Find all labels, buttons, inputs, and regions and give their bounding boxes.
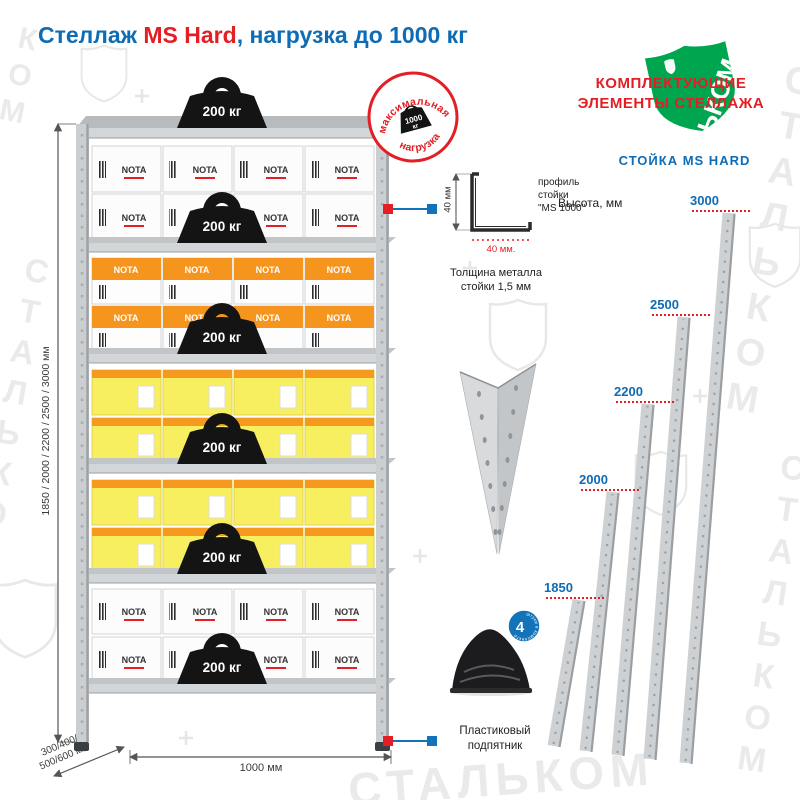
- components-subheading: СТОЙКА MS HARD: [618, 153, 751, 168]
- boxes-level-1: NOTA NOTA NOTA NOTA NOTA NOTA NOTA NOTA: [91, 145, 375, 241]
- rack-illustration: NOTA NOTA NOTA NOTA NOTA NOTA NOTA NOTA …: [53, 71, 459, 778]
- dimension-lines: [53, 122, 393, 778]
- max-load-badge: максимальная нагрузка 1000 кг: [367, 71, 459, 163]
- posts-fan: [547, 212, 736, 765]
- page-title: Стеллаж MS Hard, нагрузка до 1000 кг: [38, 22, 578, 49]
- rack-post-right: [376, 124, 389, 742]
- leader-2000: [581, 489, 639, 491]
- profile-caption: профиль стойки "MS 1000": [538, 176, 614, 215]
- profile-caption-line2: стойки: [538, 190, 569, 201]
- plastic-foot-caption: Пластиковый подпятник: [438, 724, 552, 754]
- box-label: NOTA: [114, 265, 139, 275]
- foot-caption-line2: подпятник: [467, 739, 523, 752]
- foot-caption-line1: Пластиковый: [459, 725, 531, 737]
- box-label: NOTA: [256, 313, 281, 323]
- thickness-line2: стойки 1,5 мм: [460, 281, 532, 294]
- load-badge-label: 200 кг: [202, 330, 242, 345]
- load-badge-label: 200 кг: [202, 550, 242, 565]
- profile-dim-vertical: 40 мм: [442, 186, 454, 213]
- boxes-level-2: NOTA NOTA NOTA NOTA NOTA NOTA NOTA NOTA: [91, 257, 375, 353]
- post-height-2200: 2200: [614, 384, 643, 399]
- post-3000: [679, 212, 736, 765]
- box-label: NOTA: [256, 265, 281, 275]
- leader-3000: [692, 210, 750, 212]
- profile-diagram: [452, 172, 532, 241]
- height-units-label: Высота, мм: [558, 196, 623, 210]
- post-2500: [643, 316, 691, 761]
- profile-caption-line1: профиль: [538, 177, 580, 188]
- load-badge-label: 200 кг: [202, 440, 242, 455]
- leader-2500: [652, 314, 710, 316]
- load-badge-label: 200 кг: [202, 104, 242, 119]
- box-label: NOTA: [335, 213, 360, 223]
- box-label: NOTA: [185, 265, 210, 275]
- box-label: NOTA: [122, 607, 147, 617]
- load-badge-label: 200 кг: [202, 660, 242, 675]
- max-load-unit: кг: [412, 122, 420, 130]
- brand-shield-logo: СТАЛЬКОМ: [644, 41, 742, 140]
- shelf-boards: [76, 128, 396, 694]
- title-part-1: Стеллаж: [38, 22, 144, 48]
- box-label: NOTA: [264, 607, 289, 617]
- thickness-line1: Толщина металла: [450, 267, 542, 279]
- box-label: NOTA: [335, 655, 360, 665]
- load-badge-label: 200 кг: [202, 219, 242, 234]
- post-height-3000: 3000: [690, 193, 719, 208]
- box-label: NOTA: [193, 165, 218, 175]
- box-label: NOTA: [193, 607, 218, 617]
- profile-caption-line3: "MS 1000": [538, 203, 586, 214]
- thickness-note: Толщина металла стойки 1,5 мм: [436, 266, 556, 295]
- box-label: NOTA: [114, 313, 139, 323]
- box-label: NOTA: [264, 165, 289, 175]
- post-2200: [611, 403, 655, 757]
- post-height-2000: 2000: [579, 472, 608, 487]
- dim-height-label: 1850 / 2000 / 2200 / 2500 / 3000 мм: [40, 346, 52, 516]
- components-heading-line2: ЭЛЕМЕНТЫ СТЕЛЛАЖА: [577, 94, 765, 112]
- box-label: NOTA: [335, 165, 360, 175]
- title-part-2: MS Hard: [143, 22, 237, 48]
- post-2000: [579, 491, 620, 753]
- foot-count-badge: 4 штуки в комплекте: [507, 609, 541, 643]
- boxes-level-5: NOTA NOTA NOTA NOTA NOTA NOTA NOTA NOTA: [91, 588, 375, 683]
- max-load-weight-icon: 1000 кг: [400, 105, 432, 134]
- profile-dim-horizontal: 40 мм.: [486, 244, 516, 255]
- box-label: NOTA: [185, 313, 210, 323]
- box-label: NOTA: [122, 213, 147, 223]
- dim-width-label: 1000 мм: [239, 762, 283, 774]
- post-1850: [547, 598, 586, 748]
- components-heading: КОМПЛЕКТУЮЩИЕ ЭЛЕМЕНТЫ СТЕЛЛАЖА: [552, 74, 790, 113]
- foot-count-number: 4: [516, 619, 525, 636]
- box-label: NOTA: [264, 213, 289, 223]
- rack-post-left: [76, 124, 89, 742]
- title-part-3: , нагрузка до 1000 кг: [236, 22, 468, 48]
- box-label: NOTA: [335, 607, 360, 617]
- box-label: NOTA: [264, 655, 289, 665]
- post-height-2500: 2500: [650, 297, 679, 312]
- post-height-1850: 1850: [544, 580, 573, 595]
- leader-2200: [616, 401, 674, 403]
- leader-1850: [546, 597, 604, 599]
- corner-post-render: [459, 363, 537, 555]
- box-label: NOTA: [122, 165, 147, 175]
- components-heading-line1: КОМПЛЕКТУЮЩИЕ: [595, 75, 747, 92]
- box-label: NOTA: [327, 313, 352, 323]
- box-label: NOTA: [122, 655, 147, 665]
- detail-markers: [383, 204, 437, 746]
- box-label: NOTA: [327, 265, 352, 275]
- plastic-foot-render: 4 штуки в комплекте: [449, 609, 541, 696]
